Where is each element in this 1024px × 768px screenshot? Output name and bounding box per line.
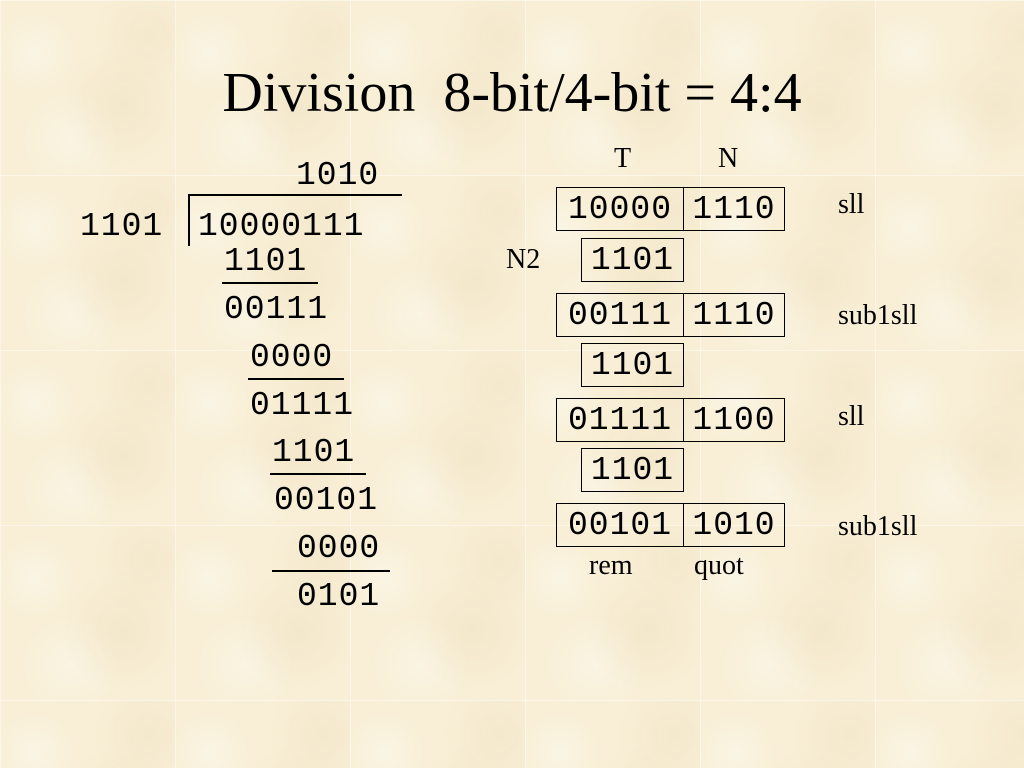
- step-remainder: 00101: [274, 482, 379, 519]
- n2-label: N2: [506, 244, 541, 275]
- step-underline: [272, 570, 390, 572]
- footer-rem: rem: [589, 550, 633, 581]
- step-underline: [248, 378, 344, 380]
- final-remainder: 0101: [297, 578, 381, 615]
- slide-title: Division 8-bit/4-bit = 4:4: [222, 62, 802, 124]
- register-n2: 1101: [581, 448, 684, 492]
- register-t: 01111: [556, 398, 684, 442]
- register-t: 00111: [556, 293, 684, 337]
- footer-quot: quot: [694, 550, 744, 581]
- register-t: 00101: [556, 503, 684, 547]
- step-subtrahend: 0000: [297, 530, 381, 567]
- operation-label: sll: [838, 189, 865, 220]
- division-bracket: [188, 194, 190, 246]
- operation-label: sub1sll: [838, 511, 918, 542]
- register-n: 1110: [683, 187, 785, 231]
- step-underline: [270, 473, 366, 475]
- header-t: T: [614, 143, 632, 174]
- register-n2: 1101: [581, 343, 684, 387]
- operation-label: sub1sll: [838, 300, 918, 331]
- operation-label: sll: [838, 401, 865, 432]
- quotient: 1010: [296, 157, 380, 194]
- register-n: 1100: [683, 398, 785, 442]
- step-subtrahend: 1101: [272, 434, 356, 471]
- register-n2: 1101: [581, 238, 684, 282]
- division-bar: [190, 194, 402, 196]
- step-remainder: 01111: [250, 387, 355, 424]
- register-n: 1010: [683, 503, 785, 547]
- register-n: 1110: [683, 293, 785, 337]
- header-n: N: [718, 143, 739, 174]
- register-t: 10000: [556, 187, 684, 231]
- divisor: 1101: [80, 208, 164, 245]
- step-subtrahend: 0000: [250, 339, 334, 376]
- step-underline: [222, 282, 318, 284]
- step-subtrahend: 1101: [224, 243, 308, 280]
- dividend: 10000111: [198, 208, 365, 245]
- step-remainder: 00111: [224, 291, 329, 328]
